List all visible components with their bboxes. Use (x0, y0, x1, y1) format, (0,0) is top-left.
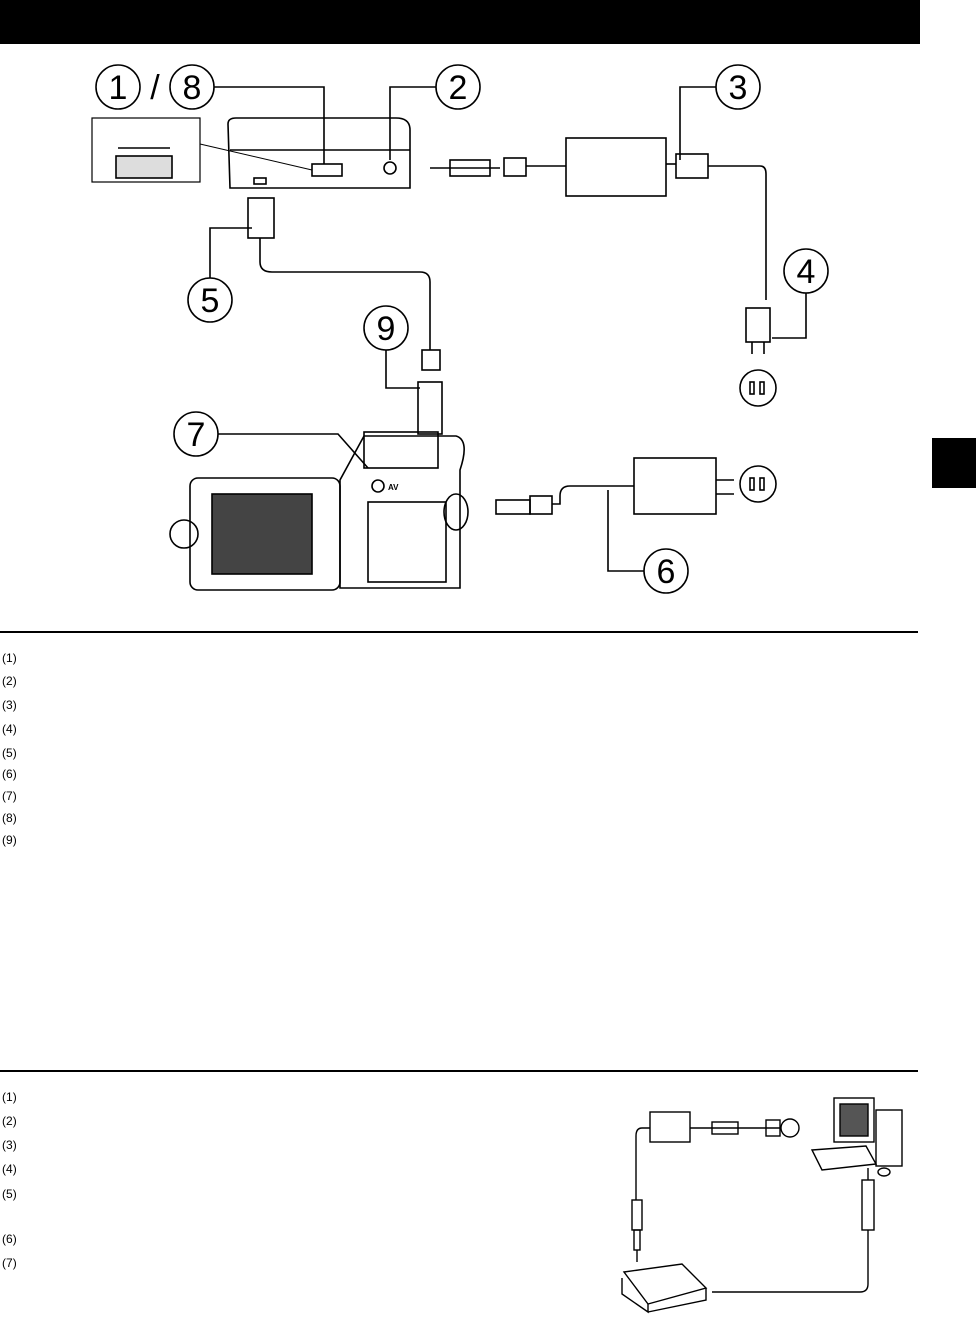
section2-rule (0, 1070, 918, 1072)
small-wall-outlet (780, 1118, 800, 1138)
small-ac-plug (765, 1119, 781, 1137)
dock-switch (311, 163, 343, 177)
small-ac-adapter (649, 1111, 691, 1143)
step-marker: (4) (2, 722, 17, 736)
section-tab (932, 438, 976, 488)
callout-7: 7 (187, 416, 206, 454)
step-marker: (6) (2, 1232, 17, 1246)
step-marker: (7) (2, 789, 17, 803)
step-marker: (9) (2, 833, 17, 847)
callout-2: 2 (449, 69, 468, 107)
step-marker: (5) (2, 746, 17, 760)
step-marker: (6) (2, 767, 17, 781)
usb-plug-camera (417, 381, 443, 435)
dc-in-jack (383, 161, 397, 175)
step-marker: (7) (2, 1256, 17, 1270)
pc-connection-diagram (621, 1097, 903, 1314)
av-jack (371, 479, 385, 493)
wall-outlet-1 (739, 369, 777, 407)
av-jack-label: AV (388, 483, 399, 492)
callout-4: 4 (797, 253, 816, 291)
pc-keyboard (810, 1145, 878, 1171)
pc-monitor (833, 1097, 875, 1143)
callout-9: 9 (377, 310, 396, 348)
section1-rule (0, 631, 918, 633)
callout-3: 3 (729, 69, 748, 107)
step-marker: (1) (2, 651, 17, 665)
header-bar (0, 0, 920, 44)
dc-plug-2 (495, 499, 531, 515)
switch-inset (91, 117, 201, 183)
ac-adapter-1 (565, 137, 667, 197)
step-marker: (3) (2, 698, 17, 712)
callout-6: 6 (657, 553, 676, 591)
callout-8: 8 (183, 69, 202, 107)
step-marker: (8) (2, 811, 17, 825)
step-marker: (4) (2, 1162, 17, 1176)
usb-plug-dock (247, 197, 275, 239)
callout-slash: / (150, 69, 160, 107)
step-marker: (5) (2, 1187, 17, 1201)
step-marker: (1) (2, 1090, 17, 1104)
camera-screen (211, 493, 313, 575)
ac-plug-1 (745, 307, 771, 343)
callout-circle-1 (95, 64, 141, 110)
step-marker: (3) (2, 1138, 17, 1152)
pc-mouse (877, 1167, 891, 1177)
wall-outlet-2 (739, 465, 777, 503)
step-marker: (2) (2, 1114, 17, 1128)
step-marker: (2) (2, 674, 17, 688)
connection-diagram: 1 / 8 2 3 4 5 9 7 6 AV (91, 64, 829, 594)
ac-adapter-2 (633, 457, 717, 515)
dc-plug-1 (449, 159, 491, 177)
pc-tower (875, 1109, 903, 1167)
dock-body (227, 117, 411, 189)
callout-5: 5 (201, 282, 220, 320)
small-dock (622, 1263, 708, 1305)
callout-1: 1 (109, 69, 128, 107)
